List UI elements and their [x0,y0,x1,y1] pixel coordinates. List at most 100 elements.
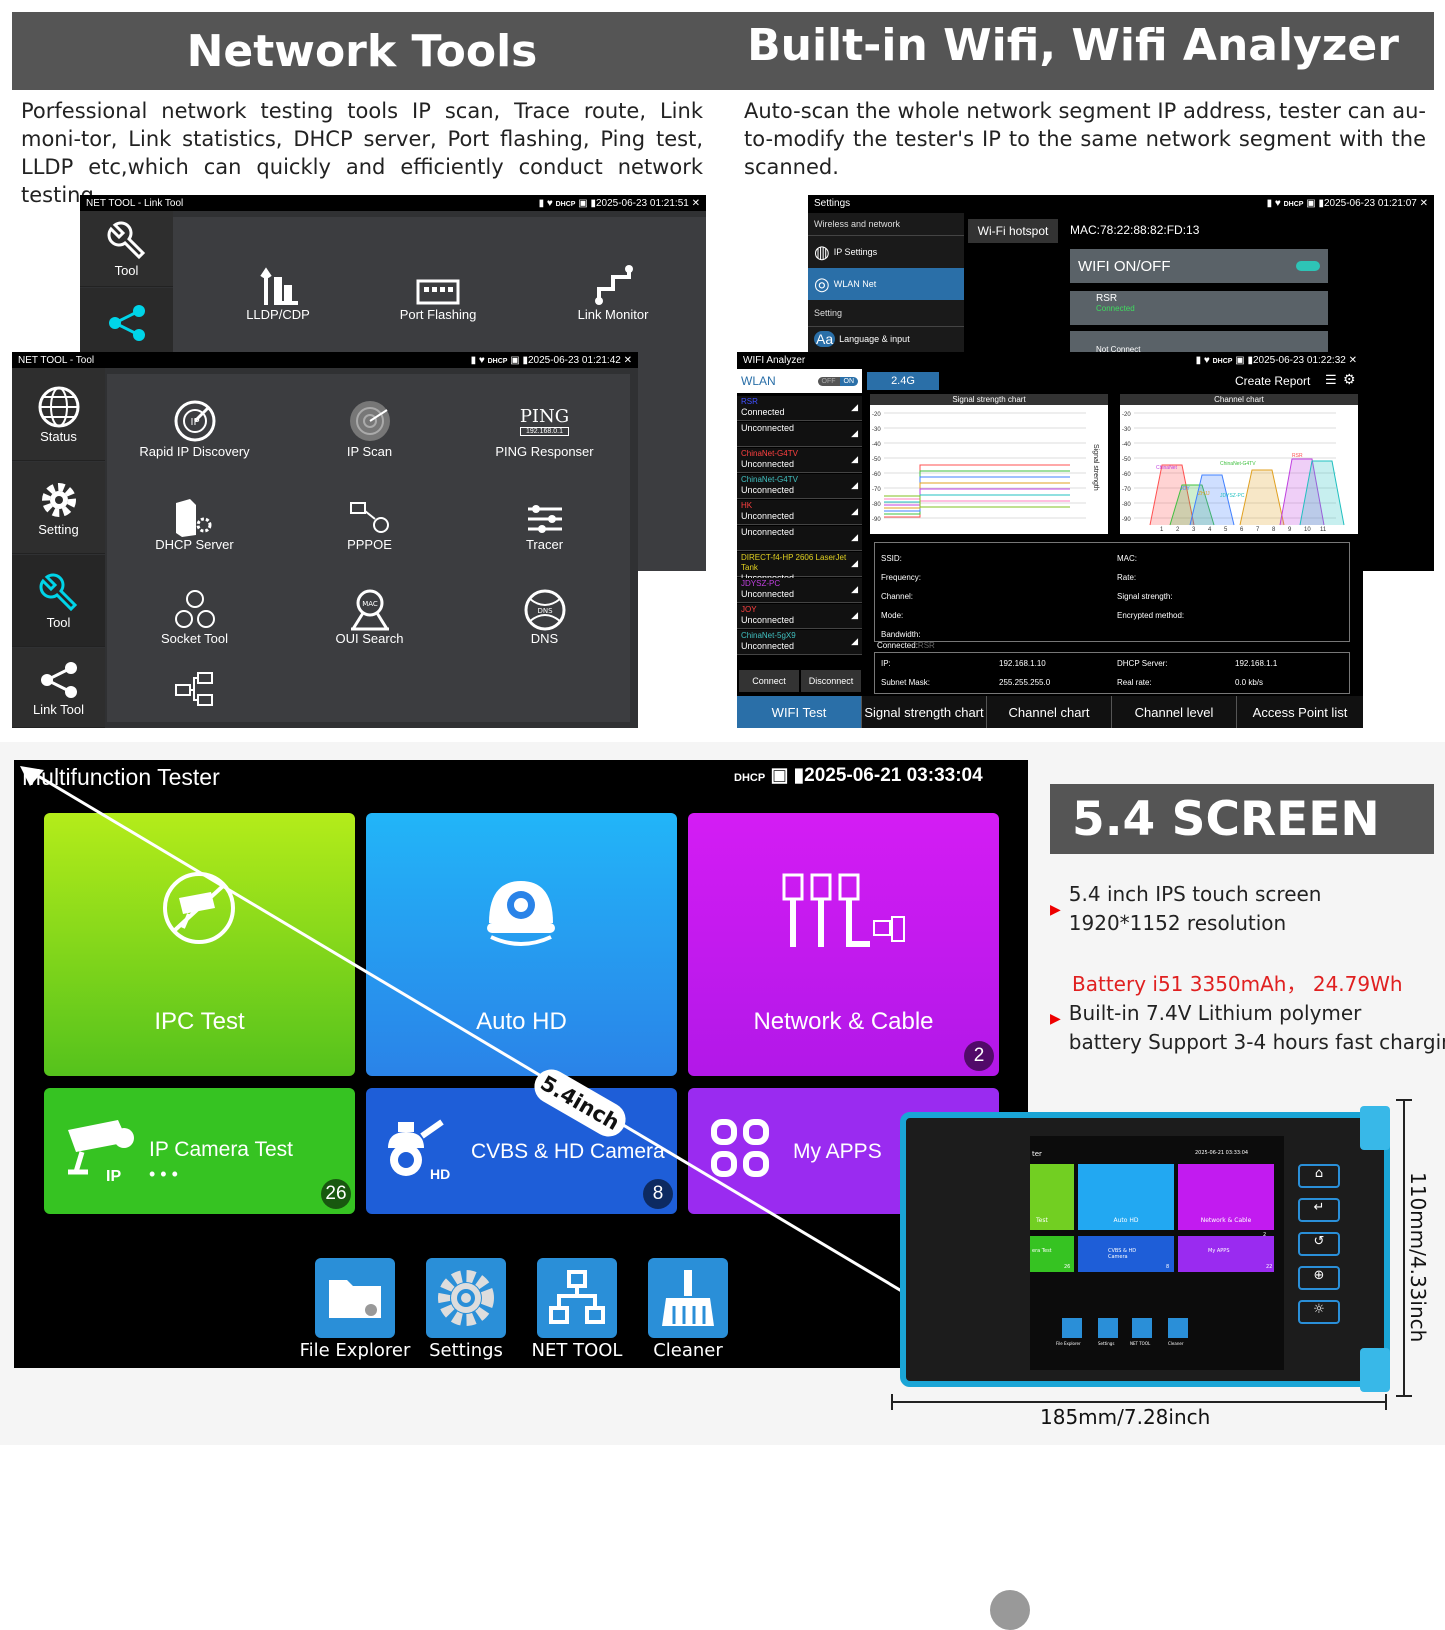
item-ip-settings[interactable]: ◍IP Settings [808,236,964,268]
tile-cvbs-hd-camera[interactable]: HD CVBS & HD Camera 8 [366,1088,677,1214]
chart-title: Channel chart [1120,394,1358,405]
tile-network-cable[interactable]: Network & Cable 2 [688,813,999,1076]
chart-title: Signal strength chart [870,394,1108,405]
nav-setting[interactable]: Setting [12,462,105,554]
nav-link-tool[interactable]: Link Tool [12,648,105,728]
tab-channel-chart[interactable]: Channel chart [987,696,1112,728]
tile-label: OUI Search [335,631,404,646]
gear-icon[interactable]: ⚙ [1343,371,1356,387]
signal-series [884,476,1070,512]
back-button[interactable]: ↺ [1298,1232,1340,1256]
zoom-button[interactable]: ⊕ [1298,1266,1340,1290]
status-icons: ▮ ♥ DHCP ▣ ▮2025-06-23 01:21:42 ✕ [470,354,632,366]
rate-label: Real rate: [1117,678,1152,687]
network-row[interactable]: DIRECT-f4-HP 2606 LaserJet TankUnconnect… [737,552,862,583]
tile-label: LLDP/CDP [246,307,310,322]
dock-file-explorer[interactable] [315,1258,395,1338]
dock-cleaner[interactable] [648,1258,728,1338]
hotspot-tab[interactable]: Wi-Fi hotspot [968,219,1058,243]
mini-tile: era Test [1030,1236,1074,1272]
mini-tile: Auto HD [1078,1164,1174,1230]
tile-label: My APPS [793,1140,882,1163]
dns-glyph: DNS [537,607,553,615]
tile-link-monitor[interactable]: Link Monitor [548,247,678,322]
light-button[interactable]: ☼ [1298,1300,1340,1324]
nav-label: Setting [38,522,79,537]
tab-access-point-list[interactable]: Access Point list [1252,704,1348,720]
clock: 2025-06-21 03:33:04 [804,765,983,786]
disconnect-button[interactable]: Disconnect [801,670,861,692]
tile-dns[interactable]: DNS DNS [477,574,612,646]
dock-settings[interactable] [426,1258,506,1338]
globe-icon: ◍ [814,241,830,262]
tile-port-flashing[interactable]: Port Flashing [373,247,503,322]
nav-tool[interactable]: Tool [80,211,173,287]
tile-pppoe[interactable]: PPPOE [302,482,437,552]
close-icon[interactable]: ✕ [623,354,632,366]
tab-channel-level[interactable]: Channel level [1112,696,1237,728]
info-label: MAC: [1117,554,1137,563]
y-tick: -20 [872,412,881,418]
home-button[interactable]: ⌂ [1298,1164,1340,1188]
create-report-button[interactable]: Create Report [1235,374,1311,388]
ip-value: 192.168.1.10 [999,659,1046,668]
connect-button[interactable]: Connect [739,670,799,692]
close-icon[interactable]: ✕ [1348,354,1357,366]
network-row[interactable]: Unconnected◢ [737,526,862,551]
nav-link-tool[interactable] [80,288,173,358]
status-bar: NET TOOL - Tool▮ ♥ DHCP ▣ ▮2025-06-23 01… [12,352,638,368]
tile-tracer[interactable]: Tracer [477,482,612,552]
close-icon[interactable]: ✕ [1419,197,1428,209]
tile-ip-camera-test[interactable]: IP IP Camera Test • • • 26 [44,1088,355,1214]
network-name: RSR [1096,293,1118,304]
network-status: Unconnected [741,589,795,599]
toggle-switch[interactable] [1296,261,1320,271]
mini-dock-label: Settings [1098,1341,1115,1346]
tile-dhcp-server[interactable]: DHCP Server [127,482,262,552]
tab-wifi-test[interactable]: WIFI Test [737,696,862,728]
folder-icon [329,1280,381,1318]
enter-button[interactable]: ↵ [1298,1198,1340,1222]
nav-status[interactable]: Status [12,368,105,461]
tile-network-topology[interactable] [127,669,262,717]
network-status: Unconnected [741,459,795,469]
item-wlan-net[interactable]: ◎WLAN Net [808,268,964,300]
tile-lldp[interactable]: LLDP/CDP [213,247,343,322]
mini-dock-icon [1168,1318,1188,1338]
search-fab[interactable] [990,1590,1030,1630]
band-tab[interactable]: 2.4G [867,372,939,390]
tab-signal-strength[interactable]: Signal strength chart [862,696,987,728]
network-row[interactable]: Unconnected◢ [737,422,862,447]
socket-icon [174,590,215,628]
tile-rapid-ip[interactable]: IP Rapid IP Discovery [127,389,262,459]
height-label: 110mm/4.33inch [1406,1172,1430,1343]
filter-icon[interactable]: ☰ [1325,372,1337,387]
cable-icon [782,873,905,947]
tile-oui-search[interactable]: MAC OUI Search [302,574,437,646]
tile-ipc-test[interactable]: IPC Test [44,813,355,1076]
rate-value: 0.0 kb/s [1235,678,1264,687]
x-tick: 5 [1224,527,1228,533]
mini-clock: 2025-06-21 03:33:04 [1195,1150,1249,1156]
network-name: JOY [741,605,757,614]
mini-tile: Test [1030,1164,1074,1230]
dock-net-tool[interactable] [537,1258,617,1338]
close-icon[interactable]: ✕ [691,197,700,209]
tile-socket-tool[interactable]: Socket Tool [127,574,262,646]
tile-ip-scan[interactable]: IP Scan [302,389,437,459]
wifi-toggle-row[interactable]: WIFI ON/OFF [1070,249,1328,283]
nav-tool[interactable]: Tool [12,555,105,647]
tile-auto-hd[interactable]: Auto HD [366,813,677,1076]
